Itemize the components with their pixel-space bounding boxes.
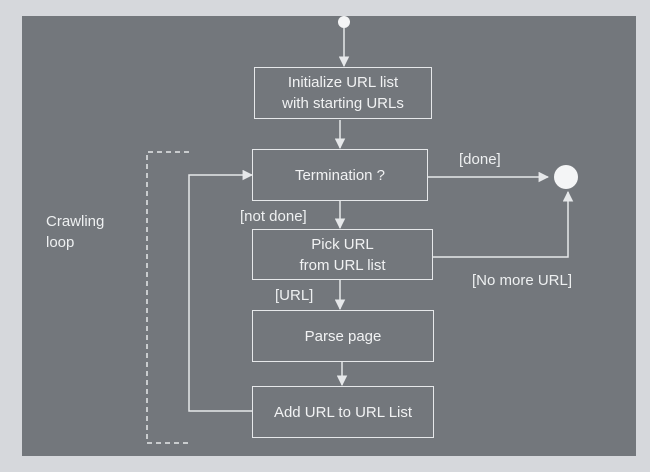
- initial-node: [338, 16, 350, 28]
- final-node: [554, 165, 578, 189]
- arrow-pick-to-final: [433, 190, 574, 258]
- arrow-loop-back: [188, 169, 254, 412]
- node-parse-page: Parse page: [252, 310, 434, 362]
- edge-label-no-more-url: [No more URL]: [472, 272, 573, 289]
- crawling-loop-bracket: [146, 151, 189, 444]
- edge-label-done: [done]: [459, 151, 501, 168]
- slide: [22, 16, 636, 456]
- edge-label-url: [URL]: [275, 287, 314, 304]
- node-add-url: Add URL to URL List: [252, 386, 434, 438]
- edge-label-not-done: [not done]: [240, 208, 307, 225]
- node-initialize-url-list: Initialize URL list with starting URLs: [254, 67, 432, 119]
- node-pick-url: Pick URL from URL list: [252, 229, 433, 280]
- node-termination: Termination ?: [252, 149, 428, 201]
- crawling-loop-label: Crawling loop: [46, 213, 105, 251]
